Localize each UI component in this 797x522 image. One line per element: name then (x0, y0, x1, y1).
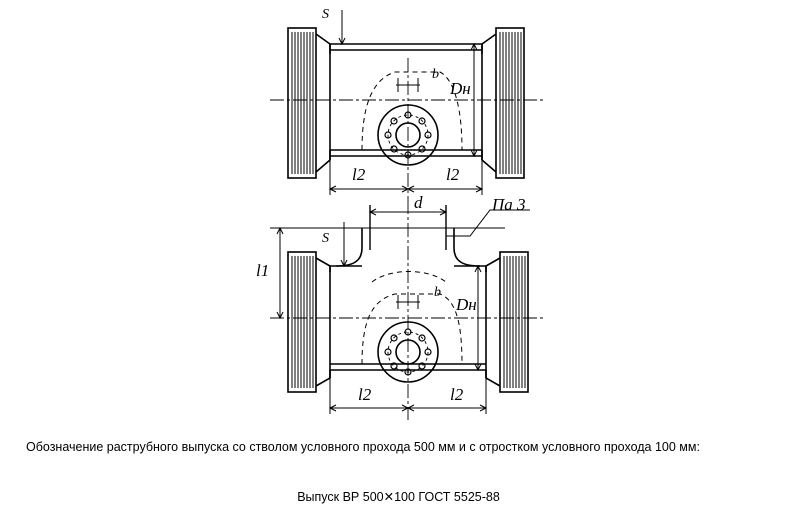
drawing-lines (270, 10, 545, 420)
label-l2-left-bottom: l2 (358, 385, 372, 404)
designation: Выпуск ВР 500✕100 ГОСТ 5525-88 (297, 490, 500, 504)
caption: Обозначение раструбного выпуска со ствол… (26, 440, 700, 454)
label-dn-bottom: Dн (456, 295, 477, 314)
label-b-top: b (432, 67, 439, 82)
label-l2-right-top: l2 (446, 165, 460, 184)
label-pa3: Па 3 (492, 195, 526, 214)
label-d: d (414, 193, 423, 212)
top-view (270, 10, 545, 200)
label-dn-top: Dн (450, 79, 471, 98)
technical-drawing: S b Dн l2 l2 d Па 3 S l1 b Dн l2 l2 (256, 7, 545, 420)
label-s-top: S (322, 7, 329, 22)
label-l2-right-bottom: l2 (450, 385, 464, 404)
label-l1: l1 (256, 261, 270, 280)
label-b-bottom: b (434, 285, 441, 300)
label-l2-left-top: l2 (352, 165, 366, 184)
bottom-view (270, 200, 545, 420)
label-s-bottom: S (322, 231, 329, 246)
